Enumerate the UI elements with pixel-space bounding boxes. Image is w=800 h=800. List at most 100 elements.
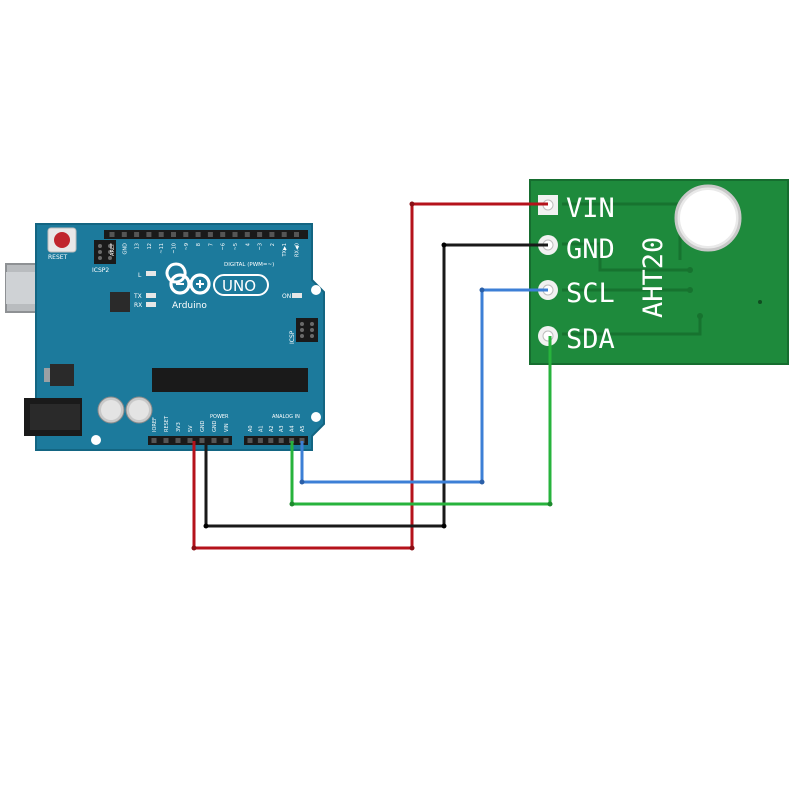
header-pin-label: ~11: [159, 243, 165, 254]
header-pin-label: 3V3: [176, 422, 182, 432]
header-pin-label: VIN: [224, 423, 230, 432]
header-pin-hole[interactable]: [146, 232, 152, 237]
header-pin-hole[interactable]: [199, 438, 205, 443]
header-pin-hole[interactable]: [171, 232, 176, 237]
header-pin-label: TX▶1: [282, 243, 288, 258]
sensor-pin-label-sda: SDA: [566, 324, 615, 355]
header-pin-label: ~10: [172, 243, 178, 254]
header-pin-hole[interactable]: [175, 438, 181, 443]
header-pin-hole[interactable]: [121, 232, 127, 237]
header-pin-hole[interactable]: [257, 438, 263, 443]
arduino-logo: [165, 262, 211, 295]
header-pin-hole[interactable]: [278, 438, 284, 443]
uno-badge: [213, 274, 269, 296]
header-pin-label: A2: [269, 425, 275, 432]
icsp-label: ICSP: [289, 330, 296, 344]
header-pin-hole[interactable]: [187, 438, 193, 443]
header-pin-label: GND: [122, 243, 128, 255]
header-pin-label: A3: [279, 425, 285, 432]
wire-joints: [191, 201, 553, 551]
header-pin-label: GND: [212, 420, 218, 432]
header-pin-hole[interactable]: [211, 438, 217, 443]
header-pin-label: 8: [196, 243, 202, 246]
atmega-chip: [152, 368, 308, 392]
header-pin-hole[interactable]: [294, 232, 299, 237]
usb-chip: [110, 292, 130, 312]
arduino-brand-label: Arduino: [172, 301, 207, 311]
sensor-pin-label-gnd: GND: [566, 234, 615, 265]
led-l: [146, 271, 156, 276]
header-pin-hole[interactable]: [299, 438, 305, 443]
header-pin-label: 12: [147, 243, 153, 249]
digital-header-label: DIGITAL (PWM=~): [224, 262, 274, 268]
header-pin-hole[interactable]: [257, 232, 263, 237]
header-pin-label: A5: [300, 425, 306, 432]
header-pin-hole[interactable]: [220, 232, 226, 237]
header-pin-label: RESET: [164, 415, 170, 432]
led-tx: [146, 293, 156, 298]
header-pin-hole[interactable]: [151, 438, 157, 443]
header-pin-hole[interactable]: [163, 438, 169, 443]
header-pin-label: RX◀0: [295, 243, 301, 257]
led-l-label: L: [138, 272, 142, 279]
on-label: ON: [282, 293, 291, 300]
arduino-pcb: [35, 223, 325, 451]
power-header-label: POWER: [210, 414, 229, 420]
header-pin-hole[interactable]: [223, 438, 229, 443]
header-pin-hole[interactable]: [134, 232, 140, 237]
sda-wire[interactable]: [290, 336, 552, 506]
analog-header-label: ANALOG IN: [272, 414, 300, 420]
digital-header: [104, 230, 308, 239]
capacitors: [97, 396, 153, 424]
header-pin-label: 2: [270, 243, 276, 246]
aht20-sensor-board: VIN GND SCL SDA AHT20: [529, 179, 789, 365]
uno-label: UNO: [222, 277, 256, 295]
header-pin-hole[interactable]: [109, 232, 115, 237]
header-pin-hole[interactable]: [207, 232, 213, 237]
header-pin-hole[interactable]: [268, 438, 274, 443]
power-pin-labels: IOREF RESET 3V3 5V GND GND VIN: [152, 415, 230, 432]
analog-pin-holes: [247, 438, 305, 443]
power-pin-holes: [151, 438, 229, 443]
header-pin-label: 4: [245, 243, 251, 246]
header-pin-hole[interactable]: [183, 232, 189, 237]
digital-pin-holes: [109, 232, 299, 237]
header-pin-label: A1: [258, 425, 264, 432]
mounting-hole: [91, 435, 101, 445]
voltage-regulator: [50, 364, 74, 386]
header-pin-label: ~6: [221, 243, 227, 250]
header-pin-label: ~5: [233, 243, 239, 250]
header-pin-hole[interactable]: [158, 232, 164, 237]
header-pin-label: ~9: [184, 243, 190, 250]
header-pin-hole[interactable]: [247, 438, 253, 443]
sensor-pin-label-vin: VIN: [566, 193, 615, 224]
reset-button-cap[interactable]: [54, 232, 70, 248]
header-pin-hole[interactable]: [232, 232, 238, 237]
icsp2-label: ICSP2: [92, 267, 109, 274]
header-pin-hole[interactable]: [244, 232, 250, 237]
icsp2-header: [94, 240, 116, 264]
header-pin-label: AREF: [110, 243, 116, 256]
header-pin-hole[interactable]: [195, 232, 201, 237]
led-on: [292, 293, 302, 298]
led-rx-label: RX: [134, 302, 142, 309]
sensor-pin-label-scl: SCL: [566, 278, 615, 309]
header-pin-label: 13: [135, 243, 141, 249]
analog-header: [244, 436, 308, 445]
scl-wire[interactable]: [300, 288, 548, 484]
header-pin-label: 7: [208, 243, 214, 246]
header-pin-label: GND: [200, 420, 206, 432]
icsp-header: [296, 318, 318, 342]
mounting-hole: [311, 285, 321, 295]
header-pin-hole[interactable]: [281, 232, 287, 237]
header-pin-label: IOREF: [152, 417, 158, 432]
header-pin-label: 5V: [188, 425, 194, 432]
header-pin-hole[interactable]: [289, 438, 295, 443]
reset-label: RESET: [48, 254, 68, 261]
header-pin-hole[interactable]: [269, 232, 275, 237]
led-tx-label: TX: [133, 293, 142, 300]
